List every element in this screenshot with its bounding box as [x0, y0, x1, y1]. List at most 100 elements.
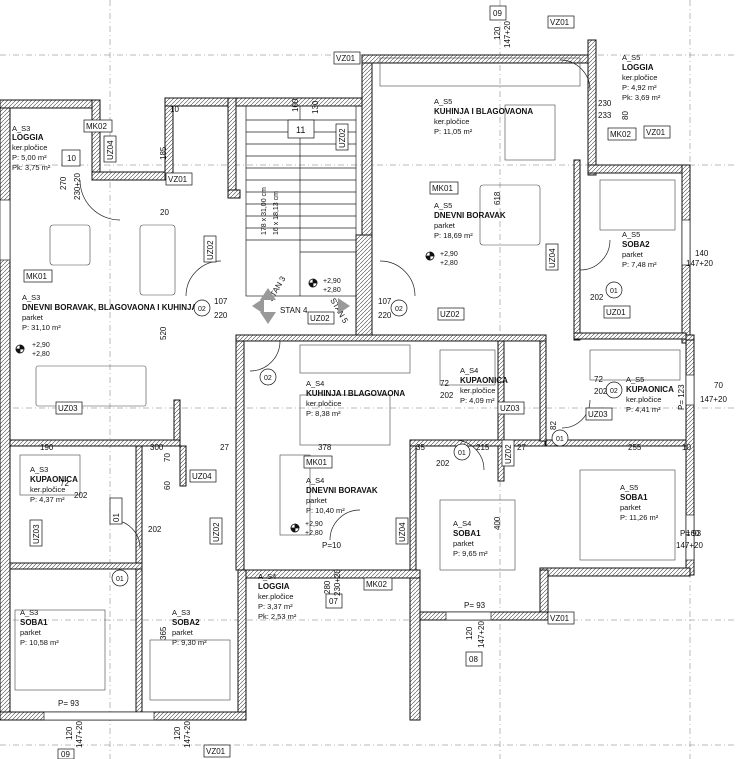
room-s4-kupaonica: A_S4 KUPAONICA ker.pločice P: 4,09 m²	[460, 366, 510, 405]
svg-text:+2,80: +2,80	[305, 530, 323, 537]
room-s3-dnevni: A_S3 DNEVNI BORAVAK, BLAGOVAONA I KUHINJ…	[22, 293, 199, 332]
svg-text:178 x 31,00 cm: 178 x 31,00 cm	[261, 187, 268, 235]
svg-text:70: 70	[163, 453, 172, 462]
svg-text:01: 01	[556, 436, 564, 443]
svg-text:01: 01	[116, 576, 124, 583]
svg-text:147+20: 147+20	[75, 721, 84, 748]
svg-text:202: 202	[74, 491, 88, 500]
svg-text:10: 10	[682, 443, 691, 452]
svg-text:72: 72	[594, 375, 603, 384]
svg-text:UZ02: UZ02	[504, 444, 513, 464]
svg-text:202: 202	[440, 391, 454, 400]
svg-text:MK01: MK01	[432, 184, 453, 193]
room-s5-dnevni: A_S5 DNEVNI BORAVAK parket P: 18,69 m²	[434, 201, 508, 240]
svg-text:MK02: MK02	[610, 130, 631, 139]
svg-text:20: 20	[160, 208, 169, 217]
svg-text:UZ02: UZ02	[440, 310, 460, 319]
svg-text:UZ02: UZ02	[310, 314, 330, 323]
room-s4-kuhinja: A_S4 KUHINJA I BLAGOVAONA ker.pločice P:…	[306, 379, 407, 418]
dimension-labels: 10 185 270 230+20 20 520 107 220 107 220…	[40, 21, 727, 748]
room-s4-loggia: A_S4 LOGGIA ker.pločice P: 3,37 m² Pk: 2…	[258, 572, 297, 621]
svg-text:UZ02: UZ02	[338, 128, 347, 148]
stair-labels: 178 x 31,00 cm 16 x 18,13 cm STAN 3 STAN…	[261, 187, 350, 325]
svg-text:11: 11	[296, 125, 305, 135]
svg-text:35: 35	[416, 443, 425, 452]
svg-text:UZ03: UZ03	[32, 524, 41, 544]
svg-text:STAN 4: STAN 4	[280, 306, 308, 315]
svg-text:147+20: 147+20	[676, 541, 703, 550]
svg-text:280: 280	[323, 580, 332, 594]
door-marker-labels: 02 02 02 01 01 01 01 02	[116, 288, 618, 583]
svg-text:130: 130	[311, 100, 320, 114]
svg-text:UZ02: UZ02	[206, 240, 215, 260]
svg-text:520: 520	[159, 326, 168, 340]
svg-text:147+20: 147+20	[477, 621, 486, 648]
svg-text:60: 60	[163, 481, 172, 490]
svg-text:10: 10	[67, 154, 76, 163]
svg-text:+2,80: +2,80	[440, 260, 458, 267]
svg-text:01: 01	[112, 513, 121, 522]
svg-text:01: 01	[458, 450, 466, 457]
svg-text:UZ02: UZ02	[212, 522, 221, 542]
svg-text:+2,90: +2,90	[323, 278, 341, 285]
svg-text:120: 120	[465, 626, 474, 640]
svg-text:UZ04: UZ04	[548, 248, 557, 268]
svg-text:255: 255	[628, 443, 642, 452]
room-s5-soba1: A_S5 SOBA1 parket P: 11,26 m²	[620, 483, 659, 522]
furniture	[14, 57, 681, 701]
room-s3-soba1: A_S3 SOBA1 parket P: 10,58 m²	[20, 608, 59, 647]
svg-text:UZ03: UZ03	[500, 404, 520, 413]
svg-text:202: 202	[436, 459, 450, 468]
stair-arrows	[252, 288, 350, 324]
svg-text:+2,90: +2,90	[305, 521, 323, 528]
svg-text:01: 01	[610, 288, 618, 295]
svg-text:+2,80: +2,80	[32, 351, 50, 358]
svg-text:147+20: 147+20	[503, 21, 512, 48]
svg-text:09: 09	[61, 750, 70, 759]
vertical-tag-labels: UZ04 UZ02 UZ02 UZ04 UZ02 UZ04 UZ02 UZ03 …	[32, 128, 557, 544]
svg-text:215: 215	[476, 443, 490, 452]
svg-text:VZ01: VZ01	[336, 54, 356, 63]
svg-text:UZ04: UZ04	[192, 472, 212, 481]
svg-text:160: 160	[686, 529, 700, 538]
room-s5-kupaonica: A_S5 KUPAONICA ker.pločice P: 4,41 m²	[626, 375, 676, 414]
svg-text:120: 120	[65, 726, 74, 740]
svg-text:02: 02	[198, 306, 206, 313]
svg-text:190: 190	[40, 443, 54, 452]
svg-text:107: 107	[378, 297, 392, 306]
svg-text:+2,80: +2,80	[323, 287, 341, 294]
svg-text:VZ01: VZ01	[550, 18, 570, 27]
svg-text:P=10: P=10	[322, 541, 341, 550]
room-s4-dnevni: A_S4 DNEVNI BORAVAK parket P: 10,40 m²	[306, 476, 380, 515]
svg-text:70: 70	[714, 381, 723, 390]
svg-text:MK01: MK01	[26, 272, 47, 281]
svg-text:202: 202	[594, 387, 608, 396]
svg-text:400: 400	[493, 516, 502, 530]
svg-text:MK02: MK02	[366, 580, 387, 589]
svg-text:72: 72	[60, 479, 69, 488]
svg-text:220: 220	[378, 311, 392, 320]
level-labels: +2,90+2,80 +2,90+2,80 +2,90+2,80 +2,90+2…	[32, 251, 458, 537]
svg-text:VZ01: VZ01	[646, 128, 666, 137]
svg-text:27: 27	[220, 443, 229, 452]
door-markers	[111, 281, 623, 587]
svg-text:185: 185	[159, 146, 168, 160]
windows	[0, 199, 695, 721]
svg-text:10: 10	[170, 105, 179, 114]
svg-text:UZ03: UZ03	[58, 404, 78, 413]
svg-text:140: 140	[695, 249, 709, 258]
svg-text:120: 120	[493, 26, 502, 40]
svg-text:02: 02	[610, 388, 618, 395]
svg-text:365: 365	[159, 626, 168, 640]
svg-text:82: 82	[549, 421, 558, 430]
svg-text:P= 93: P= 93	[680, 529, 702, 538]
level-marker-icons	[15, 251, 435, 533]
svg-text:UZ03: UZ03	[588, 410, 608, 419]
svg-text:230: 230	[598, 99, 612, 108]
room-s3-kupaonica: A_S3 KUPAONICA ker.pločice P: 4,37 m²	[30, 465, 80, 504]
tag-labels: MK02 MK01 MK01 MK02 MK01 MK02 VZ01 VZ01 …	[26, 9, 666, 759]
svg-text:08: 08	[469, 655, 478, 664]
svg-text:P= 123: P= 123	[677, 384, 686, 410]
svg-text:P= 93: P= 93	[464, 601, 486, 610]
